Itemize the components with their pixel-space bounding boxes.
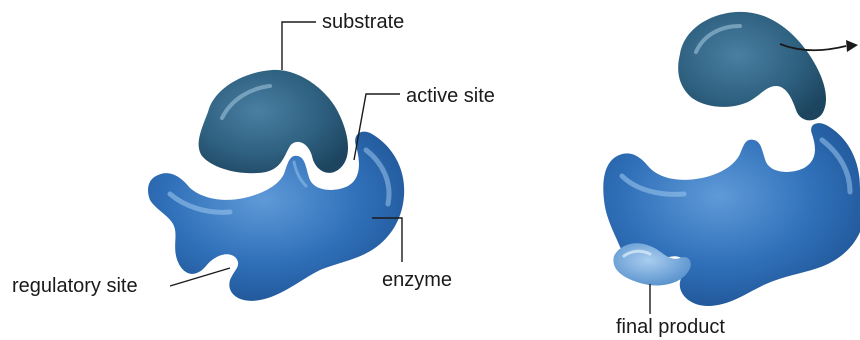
regulatory-site-label: regulatory site [12, 276, 138, 296]
active-site-label: active site [406, 86, 495, 106]
substrate-shape-left [199, 70, 348, 173]
substrate-shape-right [678, 12, 826, 121]
substrate-leader-line [282, 22, 316, 70]
enzyme-label: enzyme [382, 270, 452, 290]
substrate-label: substrate [322, 12, 404, 32]
final-product-label: final product [616, 317, 725, 337]
arrow-head-icon [846, 40, 858, 52]
